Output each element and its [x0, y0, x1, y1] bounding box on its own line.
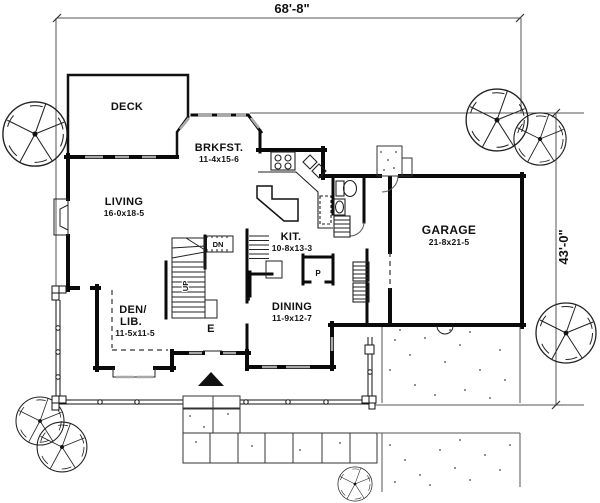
entry-triangle-icon [198, 372, 224, 386]
entry-label: E [207, 323, 215, 335]
sink-icon [302, 154, 318, 170]
stove-icon [270, 151, 296, 171]
top-dimension-label: 68'-8" [274, 1, 309, 16]
kitchen-label: KIT. [281, 231, 302, 243]
tree-icon [337, 466, 373, 502]
deck-walls [66, 73, 190, 159]
porch-steps [182, 395, 241, 410]
kitchen-fixtures [256, 151, 333, 229]
garage-label: GARAGE [422, 223, 476, 237]
stairs-back [249, 235, 283, 279]
bath-sink-icon [333, 198, 346, 216]
driveway [377, 327, 521, 492]
porch-railing [51, 285, 377, 411]
living-label: LIVING [105, 196, 143, 208]
bathroom-fixtures [333, 179, 358, 238]
den-label-line1: DEN/ [119, 304, 146, 316]
windows [85, 113, 334, 379]
pantry-label: P [315, 269, 321, 278]
den-label-line2: LIB. [120, 316, 142, 328]
living-size: 16-0x18-5 [104, 208, 145, 218]
dishwasher-icon [319, 195, 332, 225]
brkfst-label: BRKFST. [195, 142, 244, 154]
right-dimension-label: 43'-0" [556, 229, 571, 264]
linen-shelves [333, 215, 351, 238]
toilet-icon [335, 179, 358, 198]
kitchen-size: 10-8x13-3 [272, 243, 313, 253]
dining-label: DINING [272, 301, 312, 313]
stairs-down-label: DN [213, 240, 224, 249]
tree-icon [465, 88, 529, 152]
property-lines [55, 17, 584, 406]
tree-icon [535, 302, 597, 364]
garage-size: 21-8x21-5 [429, 237, 470, 247]
labels: 68'-8" 43'-0" DECK BRKFST. 11-4x15-6 LIV… [102, 1, 571, 339]
walkway-pavers [182, 407, 378, 464]
laundry-appliances [352, 261, 370, 303]
interior-walls [164, 174, 399, 355]
stairs-main [171, 235, 234, 319]
dimension-ticks [52, 13, 561, 410]
deck-label: DECK [111, 101, 143, 113]
tree-icon [2, 101, 68, 167]
stairs-up-label: UP [181, 281, 190, 291]
garage-stoop [376, 145, 413, 177]
island-counter [256, 185, 299, 222]
fireplace-icon [53, 198, 69, 236]
den-dashed-walls [111, 290, 168, 351]
brkfst-size: 11-4x15-6 [199, 154, 239, 164]
den-size: 11-5x11-5 [115, 328, 155, 338]
dining-size: 11-9x12-7 [272, 313, 312, 323]
